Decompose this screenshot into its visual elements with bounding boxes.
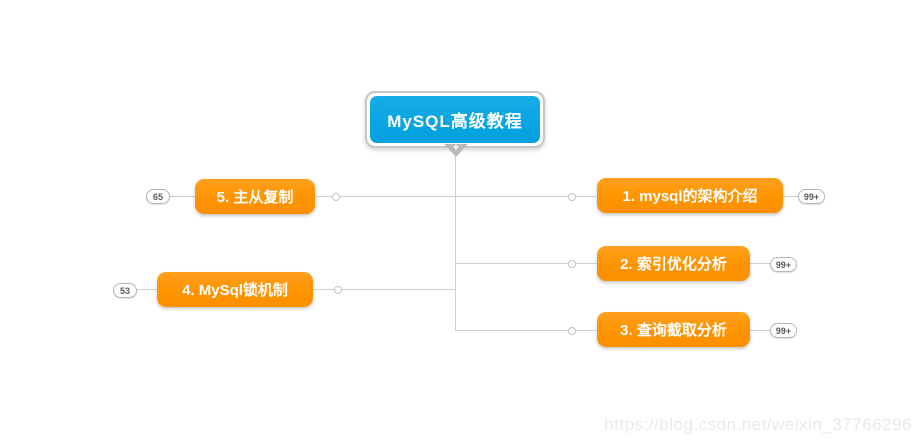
- count-badge[interactable]: 53: [113, 283, 137, 298]
- topic-node-3-query-interception[interactable]: 3. 查询截取分析: [597, 312, 750, 347]
- topic-node-4-mysql-lock[interactable]: 4. MySql锁机制: [157, 272, 313, 307]
- topic-node-1-mysql-architecture[interactable]: 1. mysql的架构介绍: [597, 178, 783, 213]
- connector-line: [750, 263, 771, 264]
- connector-joint: [332, 193, 340, 201]
- topic-label: 1. mysql的架构介绍: [622, 188, 758, 205]
- connector-line: [455, 263, 597, 264]
- count-badge[interactable]: 65: [146, 189, 170, 204]
- watermark: https://blog.csdn.net/weixin_37766296: [604, 415, 912, 434]
- connector-line: [137, 289, 158, 290]
- connector-joint: [568, 327, 576, 335]
- topic-node-2-index-optimization[interactable]: 2. 索引优化分析: [597, 246, 750, 281]
- topic-node-5-master-slave-replication[interactable]: 5. 主从复制: [195, 179, 315, 214]
- connector-joint: [568, 260, 576, 268]
- topic-label: 5. 主从复制: [216, 189, 294, 206]
- plus-icon: +: [452, 142, 460, 154]
- topic-label: 2. 索引优化分析: [620, 256, 727, 273]
- topic-label: 4. MySql锁机制: [182, 282, 288, 299]
- root-topic[interactable]: MySQL高级教程: [370, 96, 540, 143]
- expand-collapse-button[interactable]: +: [444, 144, 468, 157]
- connector-line: [783, 196, 799, 197]
- count-badge[interactable]: 99+: [770, 323, 797, 338]
- root-topic-frame: MySQL高级教程: [365, 91, 545, 148]
- connector-line: [170, 196, 196, 197]
- connector-line: [455, 196, 597, 197]
- connector-line: [750, 330, 771, 331]
- connector-joint: [568, 193, 576, 201]
- connector-line: [455, 150, 456, 331]
- connector-joint: [334, 286, 342, 294]
- count-badge[interactable]: 99+: [770, 257, 797, 272]
- connector-line: [455, 330, 597, 331]
- connector-line: [315, 196, 455, 197]
- count-badge[interactable]: 99+: [798, 189, 825, 204]
- topic-label: 3. 查询截取分析: [620, 322, 727, 339]
- root-topic-label: MySQL高级教程: [387, 112, 523, 131]
- connector-line: [313, 289, 455, 290]
